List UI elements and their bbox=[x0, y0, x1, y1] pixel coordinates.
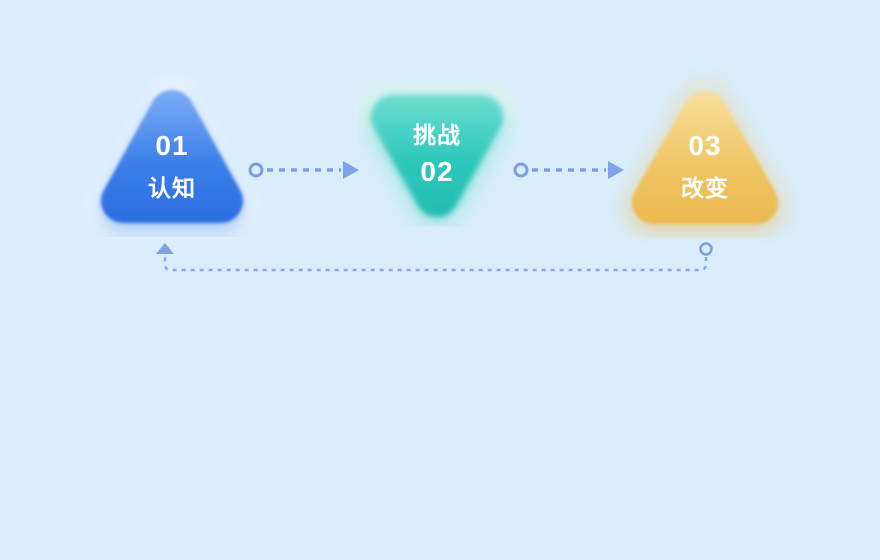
circle-marker-icon bbox=[248, 162, 264, 178]
connector-step3-step1-return bbox=[156, 242, 713, 272]
arrow-up-icon bbox=[156, 243, 174, 254]
step-3-triangle bbox=[632, 91, 778, 224]
circle-marker-icon bbox=[513, 162, 529, 178]
step-2-triangle bbox=[371, 95, 503, 217]
connector-step1-step2 bbox=[248, 161, 359, 179]
arrow-right-icon bbox=[608, 161, 624, 179]
step-1-triangle bbox=[101, 90, 243, 223]
arrow-right-icon bbox=[343, 161, 359, 179]
connector-step2-step3 bbox=[513, 161, 624, 179]
dashed-return-line bbox=[163, 256, 708, 272]
circle-marker-icon bbox=[699, 242, 713, 256]
